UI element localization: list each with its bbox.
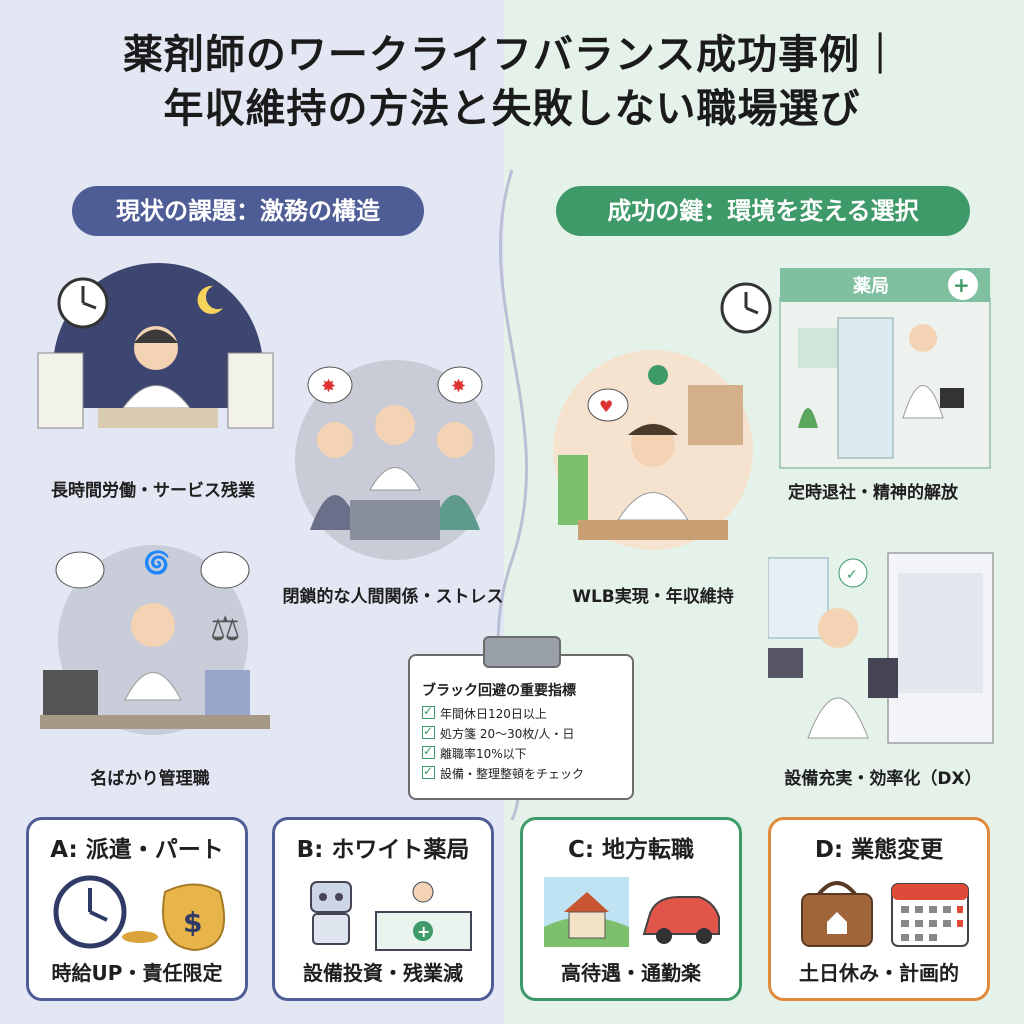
overtime-illustration	[37, 263, 274, 468]
tablet-icon	[868, 658, 898, 698]
svg-text:♥: ♥	[599, 397, 613, 416]
svg-text:+: +	[417, 922, 430, 941]
checkbox-checked-icon	[422, 741, 435, 761]
option-card-c: C: 地方転職 高待遇・通勤楽	[520, 817, 742, 1001]
left-item-caption-3: 名ばかり管理職	[90, 769, 210, 789]
svg-text:✸: ✸	[321, 376, 336, 397]
option-card-d: D: 業態変更 土日休み・計画的	[768, 817, 990, 1001]
relationship-stress-illustration: ✸ ✸	[295, 360, 495, 560]
dx-illustration: ✓	[768, 552, 994, 744]
card-title: D: 業態変更	[814, 837, 944, 863]
left-item-caption-2: 閉鎖的な人間関係・ストレス	[282, 587, 504, 607]
checkbox-checked-icon	[422, 701, 435, 721]
wlb-illustration: ♥	[553, 350, 753, 550]
right-item-caption-3: 設備充実・効率化（DX）	[784, 769, 982, 789]
moon-icon	[197, 285, 223, 314]
checklist-item: 年間休日120日以上	[422, 701, 620, 724]
monitor-icon	[43, 670, 98, 715]
svg-text:薬局: 薬局	[853, 276, 889, 297]
clipboard-clip	[483, 636, 561, 668]
check-bubble-icon	[838, 558, 868, 588]
pharmacy-illustration: 薬局 +	[720, 268, 991, 469]
option-card-b: B: ホワイト薬局 + 設備投資・残業減	[272, 817, 494, 1001]
left-section-header: 現状の課題：激務の構造	[72, 186, 424, 236]
card-subtitle: 土日休み・計画的	[799, 961, 959, 985]
checklist-title: ブラック回避の重要指標	[422, 683, 576, 699]
anger-bubble-icon	[437, 366, 483, 404]
checklist-clipboard: ブラック回避の重要指標 年間休日120日以上 処方箋 20〜30枚/人・日 離職…	[408, 654, 634, 800]
right-item-caption-2: WLB実現・年収維持	[572, 587, 734, 607]
svg-text:$: $	[183, 906, 202, 939]
checkbox-checked-icon	[422, 721, 435, 741]
option-card-a: A: 派遣・パート $ 時給UP・責任限定	[26, 817, 248, 1001]
card-subtitle: 設備投資・残業減	[303, 961, 463, 985]
house-and-car-icon	[544, 877, 720, 947]
checklist-item: 処方箋 20〜30枚/人・日	[422, 721, 620, 744]
checklist-item: 離職率10%以下	[422, 741, 620, 764]
bag-and-calendar-icon	[801, 881, 969, 947]
checkbox-checked-icon	[422, 761, 435, 781]
card-subtitle: 時給UP・責任限定	[51, 961, 223, 985]
svg-text:🌀: 🌀	[143, 549, 170, 576]
nominal-manager-illustration: 🌀 ⚖	[40, 545, 270, 735]
scale-icon: ⚖	[210, 609, 240, 649]
title-line-1: 薬剤師のワークライフバランス成功事例｜	[122, 32, 902, 78]
page-title: 薬剤師のワークライフバランス成功事例｜ 年収維持の方法と失敗しない職場選び	[0, 28, 1024, 136]
anger-bubble-icon	[307, 366, 353, 404]
card-title: C: 地方転職	[567, 837, 695, 863]
clock-and-money-bag-icon: $	[53, 875, 226, 952]
lamp-icon	[648, 365, 668, 385]
card-subtitle: 高待遇・通勤楽	[561, 961, 701, 985]
checklist-item: 設備・整理整頓をチェック	[422, 761, 620, 784]
right-section-header: 成功の鍵：環境を変える選択	[556, 186, 970, 236]
title-line-2: 年収維持の方法と失敗しない職場選び	[163, 86, 861, 132]
robot-and-pharmacy-counter-icon: +	[310, 881, 472, 951]
left-item-caption-1: 長時間労働・サービス残業	[51, 481, 255, 501]
right-item-caption-1: 定時退社・精神的解放	[788, 483, 958, 503]
card-title: B: ホワイト薬局	[296, 837, 470, 863]
card-title: A: 派遣・パート	[50, 837, 224, 863]
scanner-icon	[768, 648, 803, 678]
svg-text:✓: ✓	[846, 567, 858, 583]
briefcase-icon	[940, 388, 964, 408]
svg-text:+: +	[953, 273, 970, 297]
svg-text:✸: ✸	[451, 376, 466, 397]
